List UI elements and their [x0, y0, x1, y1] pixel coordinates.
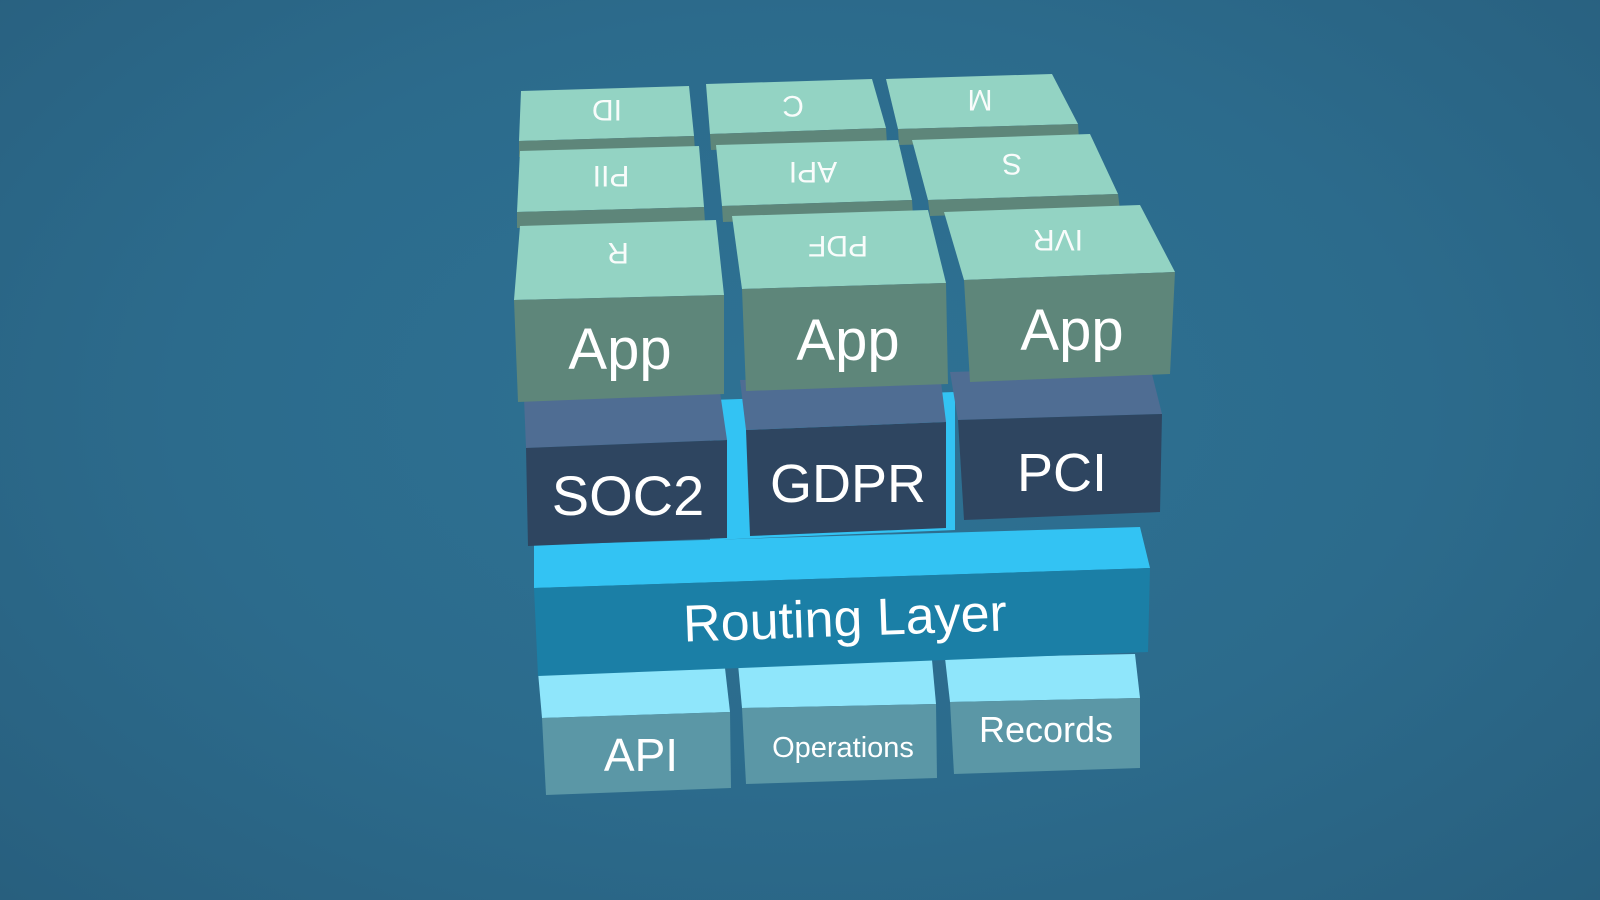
compliance-label-pci: PCI	[1017, 443, 1107, 503]
compliance-block-pci: PCI	[950, 366, 1162, 520]
top-label-pii: PII	[593, 159, 630, 192]
base-block-records: Records	[945, 654, 1140, 774]
top-block-m: M	[886, 74, 1079, 145]
top-label-c: C	[782, 89, 804, 122]
top-block-s: S	[912, 134, 1120, 216]
top-label-id: ID	[592, 93, 622, 126]
compliance-block-gdpr: GDPR	[740, 374, 946, 536]
top-block-pii: PII	[517, 146, 705, 228]
top-block-c: C	[706, 79, 887, 150]
routing-layer-block: Routing Layer	[534, 527, 1150, 676]
base-label-records: Records	[979, 709, 1113, 750]
compliance-label-soc2: SOC2	[552, 464, 705, 527]
base-label-operations: Operations	[772, 732, 914, 764]
base-block-api: API	[538, 668, 731, 795]
compliance-block-soc2: SOC2	[524, 392, 727, 546]
top-label-s: S	[1002, 147, 1022, 180]
app-block-2: PDF App	[732, 210, 948, 391]
top-label-m: M	[968, 83, 993, 116]
routing-layer-label: Routing Layer	[682, 584, 1008, 653]
base-block-operations: Operations	[738, 660, 937, 784]
app-block-3: IVR App	[944, 205, 1175, 382]
app-block-1: R App	[514, 220, 724, 402]
app-label-1: App	[568, 317, 671, 382]
app-top-label-ivr: IVR	[1033, 223, 1083, 256]
app-top-label-pdf: PDF	[808, 229, 868, 262]
top-label-api: API	[789, 155, 837, 188]
compliance-label-gdpr: GDPR	[770, 454, 926, 514]
top-block-api: API	[716, 140, 913, 222]
base-label-api: API	[604, 729, 678, 781]
app-label-2: App	[796, 308, 899, 373]
top-block-id: ID	[519, 86, 695, 157]
app-label-3: App	[1020, 298, 1123, 363]
app-top-label-r: R	[607, 236, 629, 269]
